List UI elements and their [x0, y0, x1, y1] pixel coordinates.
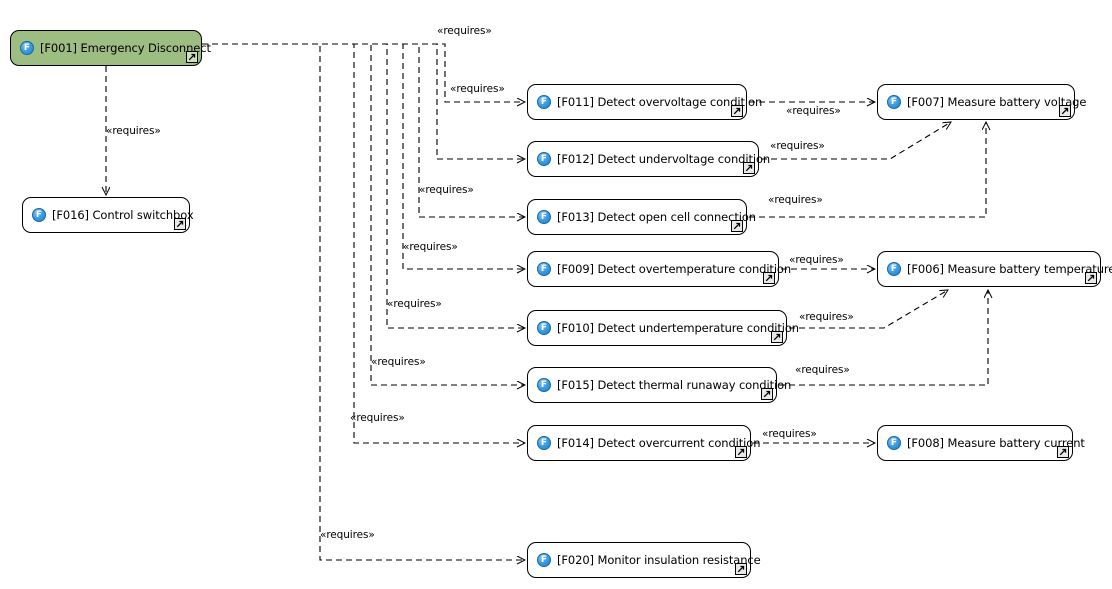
- function-icon: [537, 95, 551, 109]
- node-f015[interactable]: [F015] Detect thermal runaway condition: [527, 367, 791, 403]
- open-diagram-icon[interactable]: [1059, 105, 1071, 117]
- open-diagram-icon[interactable]: [771, 331, 783, 343]
- node-f007[interactable]: [F007] Measure battery voltage: [877, 84, 1086, 120]
- node-label: [F008] Measure battery current: [907, 436, 1085, 450]
- node-f012[interactable]: [F012] Detect undervoltage condition: [527, 141, 770, 177]
- node-f010[interactable]: [F010] Detect undertemperature condition: [527, 310, 799, 346]
- edge-label-f010-f006: «requires»: [799, 311, 854, 323]
- function-icon: [537, 378, 551, 392]
- function-icon: [32, 208, 46, 222]
- edge-label-f001-f011: «requires»: [450, 83, 505, 95]
- edge-label-f009-f006: «requires»: [789, 254, 844, 266]
- edge-f012-f007: [761, 122, 951, 160]
- node-f011[interactable]: [F011] Detect overvoltage condition: [527, 84, 762, 120]
- edge-label-f001-f015: «requires»: [371, 356, 426, 368]
- edge-label-f013-f007: «requires»: [768, 194, 823, 206]
- edge-label-f011-f007: «requires»: [786, 105, 841, 117]
- node-f020[interactable]: [F020] Monitor insulation resistance: [527, 542, 761, 578]
- node-label: [F009] Detect overtemperature condition: [557, 262, 792, 276]
- edge-f001-f012: [202, 43, 525, 159]
- node-f009[interactable]: [F009] Detect overtemperature condition: [527, 251, 791, 287]
- edge-label-f012-f007: «requires»: [770, 140, 825, 152]
- edge-label-f014-f008: «requires»: [762, 428, 817, 440]
- function-icon: [887, 262, 901, 276]
- open-diagram-icon[interactable]: [174, 218, 186, 230]
- edge-f001-f014: [202, 43, 525, 443]
- open-diagram-icon[interactable]: [731, 105, 743, 117]
- node-label: [F012] Detect undervoltage condition: [557, 152, 771, 166]
- open-diagram-icon[interactable]: [735, 446, 747, 458]
- function-icon: [537, 262, 551, 276]
- edge-f013-f007: [749, 122, 986, 218]
- edge-f001-f020: [202, 43, 525, 560]
- node-label: [F011] Detect overvoltage condition: [557, 95, 763, 109]
- open-diagram-icon[interactable]: [731, 220, 743, 232]
- edge-label-f001-f014: «requires»: [350, 412, 405, 424]
- edge-label-f001-f020: «requires»: [320, 529, 375, 541]
- open-diagram-icon[interactable]: [761, 388, 773, 400]
- node-label: [F020] Monitor insulation resistance: [557, 553, 761, 567]
- open-diagram-icon[interactable]: [735, 563, 747, 575]
- function-icon: [20, 41, 34, 55]
- edge-label-f015-f006: «requires»: [795, 364, 850, 376]
- node-label: [F014] Detect overcurrent condition: [557, 436, 761, 450]
- edge-f001-f009: [202, 43, 525, 269]
- node-f014[interactable]: [F014] Detect overcurrent condition: [527, 425, 761, 461]
- edge-f001-f015: [202, 43, 525, 385]
- edge-label-f001-f010: «requires»: [387, 298, 442, 310]
- edge-label-f001-f009: «requires»: [403, 241, 458, 253]
- open-diagram-icon[interactable]: [186, 51, 198, 63]
- function-icon: [887, 436, 901, 450]
- node-label: [F016] Control switchbox: [52, 208, 194, 222]
- node-f008[interactable]: [F008] Measure battery current: [877, 425, 1085, 461]
- edge-f015-f006: [779, 290, 988, 386]
- open-diagram-icon[interactable]: [743, 162, 755, 174]
- open-diagram-icon[interactable]: [763, 272, 775, 284]
- open-diagram-icon[interactable]: [1085, 272, 1097, 284]
- function-icon: [537, 152, 551, 166]
- function-icon: [537, 436, 551, 450]
- open-diagram-icon[interactable]: [1057, 446, 1069, 458]
- function-icon: [537, 321, 551, 335]
- edge-label-f001-f013: «requires»: [419, 184, 474, 196]
- edge-f010-f006: [789, 290, 948, 329]
- node-label: [F006] Measure battery temperature: [907, 262, 1112, 276]
- node-f006[interactable]: [F006] Measure battery temperature: [877, 251, 1112, 287]
- node-f001[interactable]: [F001] Emergency Disconnect: [10, 30, 211, 66]
- edge-label-f001-f012: «requires»: [437, 25, 492, 37]
- node-label: [F007] Measure battery voltage: [907, 95, 1087, 109]
- node-label: [F010] Detect undertemperature condition: [557, 321, 799, 335]
- node-label: [F013] Detect open cell connection: [557, 210, 756, 224]
- function-icon: [537, 210, 551, 224]
- function-icon: [537, 553, 551, 567]
- edge-label-f001-f016: «requires»: [106, 125, 161, 137]
- node-f013[interactable]: [F013] Detect open cell connection: [527, 199, 756, 235]
- node-f016[interactable]: [F016] Control switchbox: [22, 197, 194, 233]
- function-icon: [887, 95, 901, 109]
- edge-f001-f013: [202, 43, 525, 217]
- node-label: [F015] Detect thermal runaway condition: [557, 378, 792, 392]
- node-label: [F001] Emergency Disconnect: [40, 41, 211, 55]
